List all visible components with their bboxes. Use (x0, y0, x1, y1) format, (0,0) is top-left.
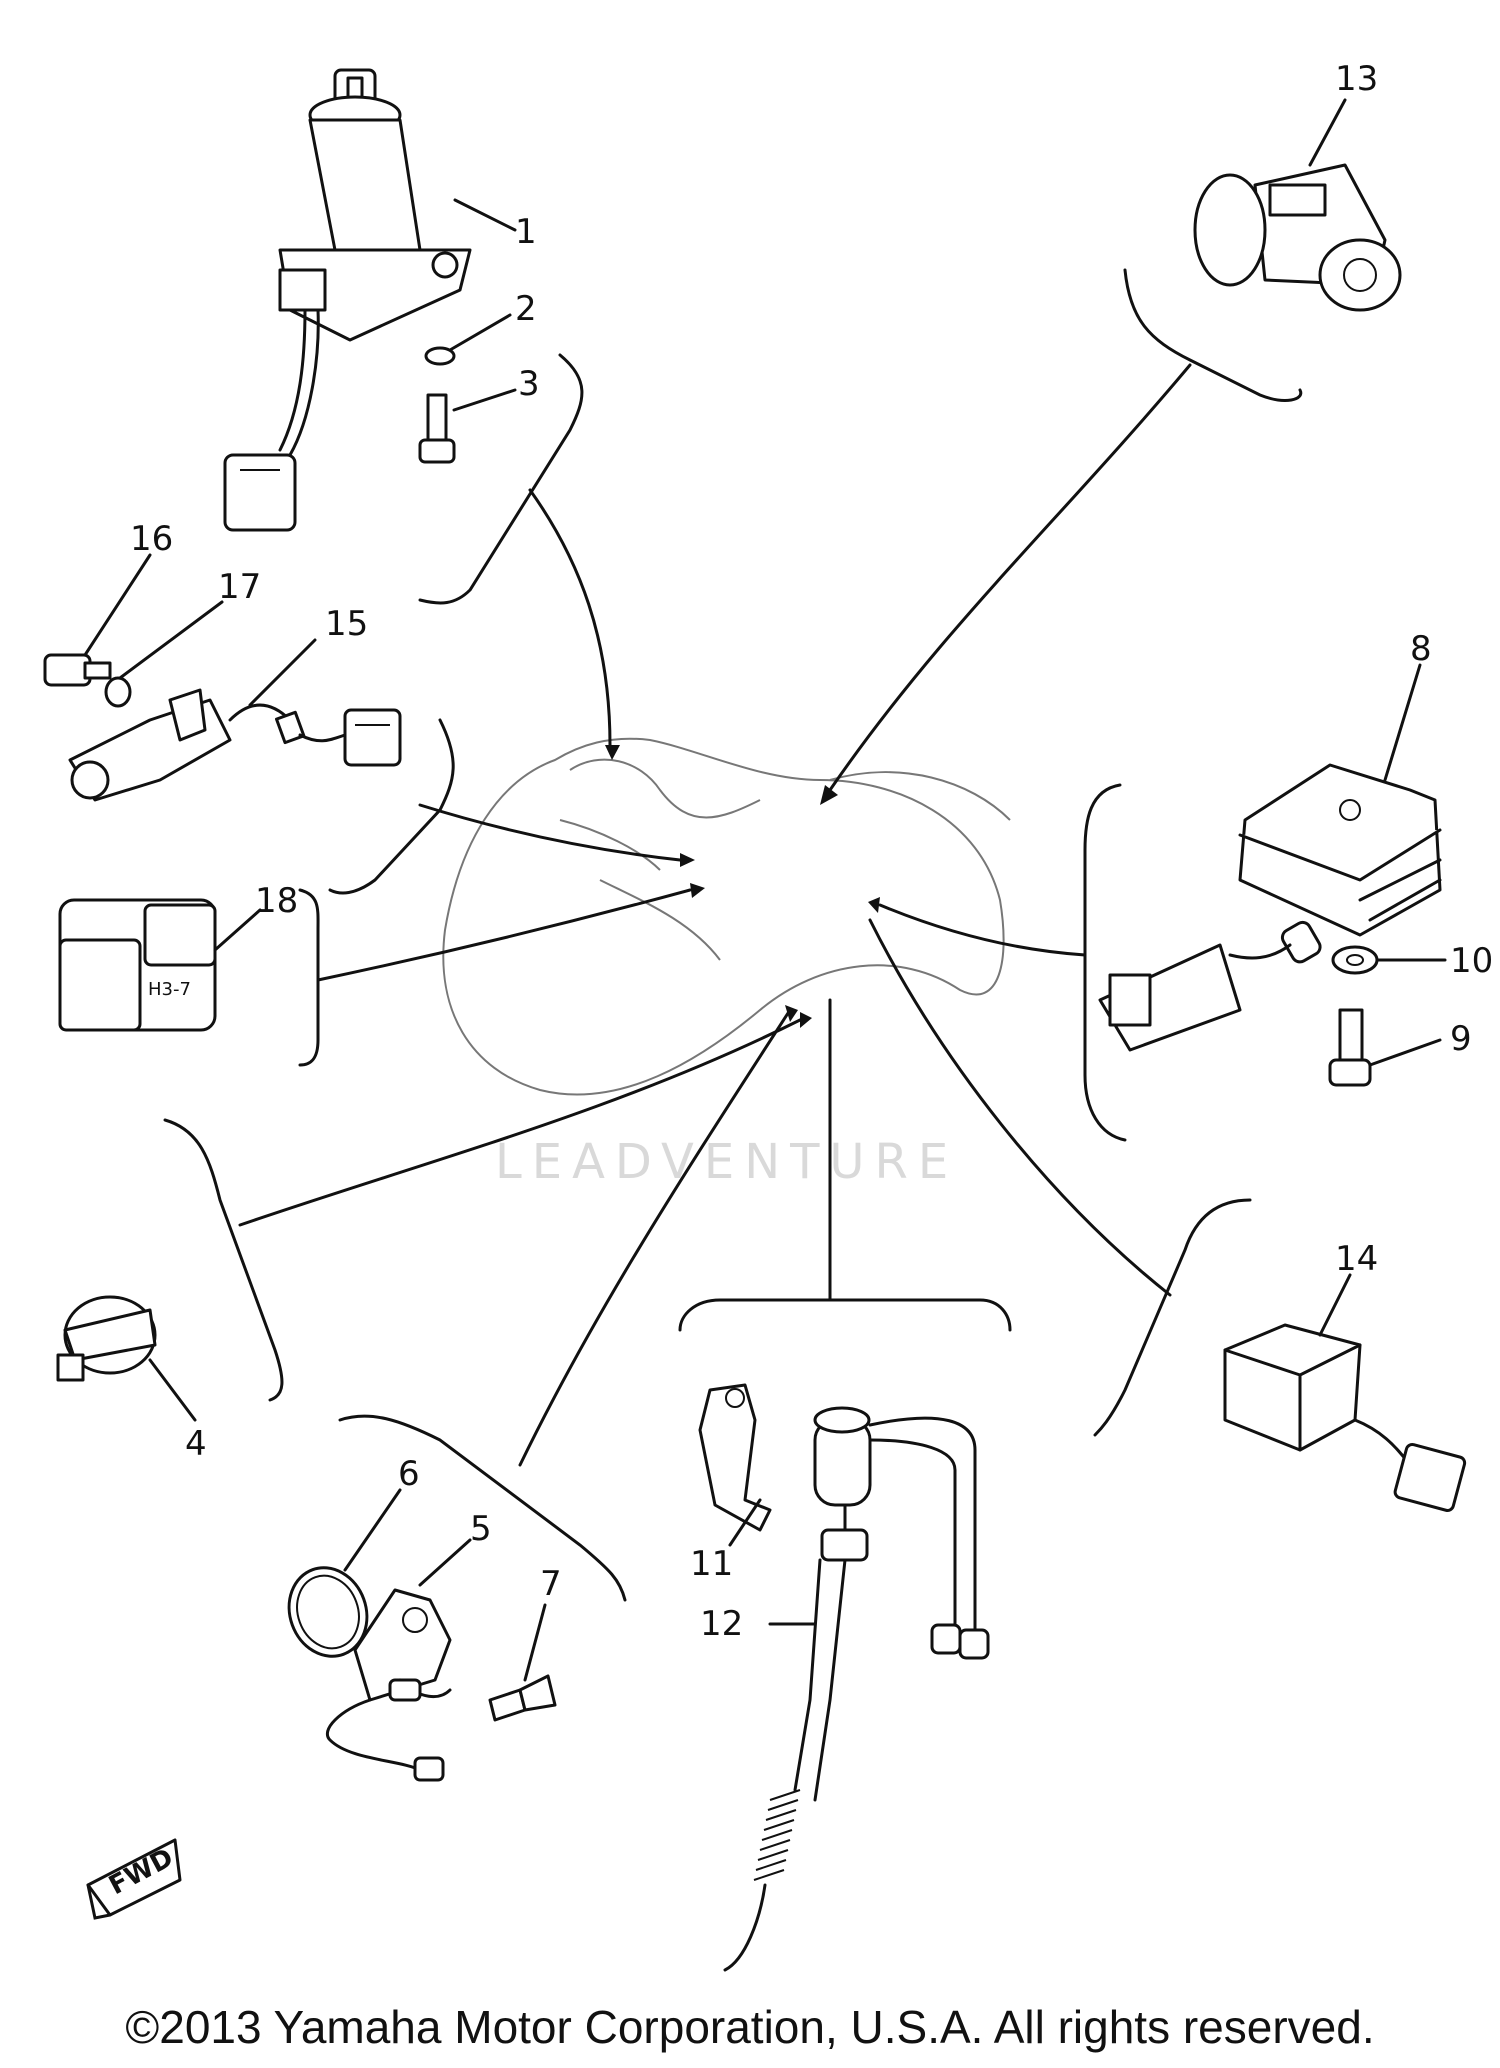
washer-10 (1331, 945, 1379, 975)
callout-5: 5 (470, 1509, 492, 1549)
callout-6: 6 (398, 1454, 420, 1494)
callout-12: 12 (700, 1604, 743, 1644)
callout-10: 10 (1450, 941, 1493, 981)
callout-4: 4 (185, 1424, 207, 1464)
callout-8: 8 (1410, 629, 1432, 669)
bolt-9 (1328, 1008, 1372, 1087)
callout-16: 16 (130, 519, 173, 559)
bracket-flasher (298, 888, 320, 1067)
copyright-notice: ©2013 Yamaha Motor Corporation, U.S.A. A… (125, 2001, 1375, 2053)
bracket-regulator (1083, 783, 1127, 1142)
bracket-unit-14 (1093, 1198, 1252, 1437)
pressure-switch (56, 1295, 157, 1382)
brake-switch-assembly (698, 1383, 990, 1972)
callout-11: 11 (690, 1544, 733, 1584)
washer (424, 346, 456, 366)
callout-17: 17 (218, 567, 261, 607)
watermark: LEADVENTURE (495, 1134, 958, 1190)
callout-3: 3 (518, 364, 540, 404)
bolt (418, 393, 456, 464)
callout-15: 15 (325, 604, 368, 644)
relay (1193, 163, 1402, 312)
svg-text:H3-7: H3-7 (148, 979, 191, 1000)
callout-9: 9 (1450, 1019, 1472, 1059)
bracket-neutral (338, 1414, 627, 1602)
callout-7: 7 (540, 1564, 562, 1604)
callout-2: 2 (515, 289, 537, 329)
engine-outline (442, 737, 1011, 1096)
bracket-relay (1123, 268, 1303, 402)
bracket-switch (163, 1118, 284, 1402)
bracket-brake (678, 1298, 1012, 1332)
bracket-main-switch (418, 353, 584, 605)
callout-18: 18 (255, 881, 298, 921)
flasher-relay: H3-7 (58, 898, 217, 1032)
sender-assembly (43, 653, 402, 802)
callout-14: 14 (1335, 1239, 1378, 1279)
unit-14 (1223, 1323, 1467, 1512)
callout-13: 13 (1335, 59, 1378, 99)
fwd-arrow: FWD (86, 1838, 182, 1920)
neutral-switch-assembly (287, 1566, 557, 1782)
main-switch (223, 68, 472, 532)
callout-1: 1 (515, 212, 537, 252)
regulator (1098, 763, 1442, 1052)
